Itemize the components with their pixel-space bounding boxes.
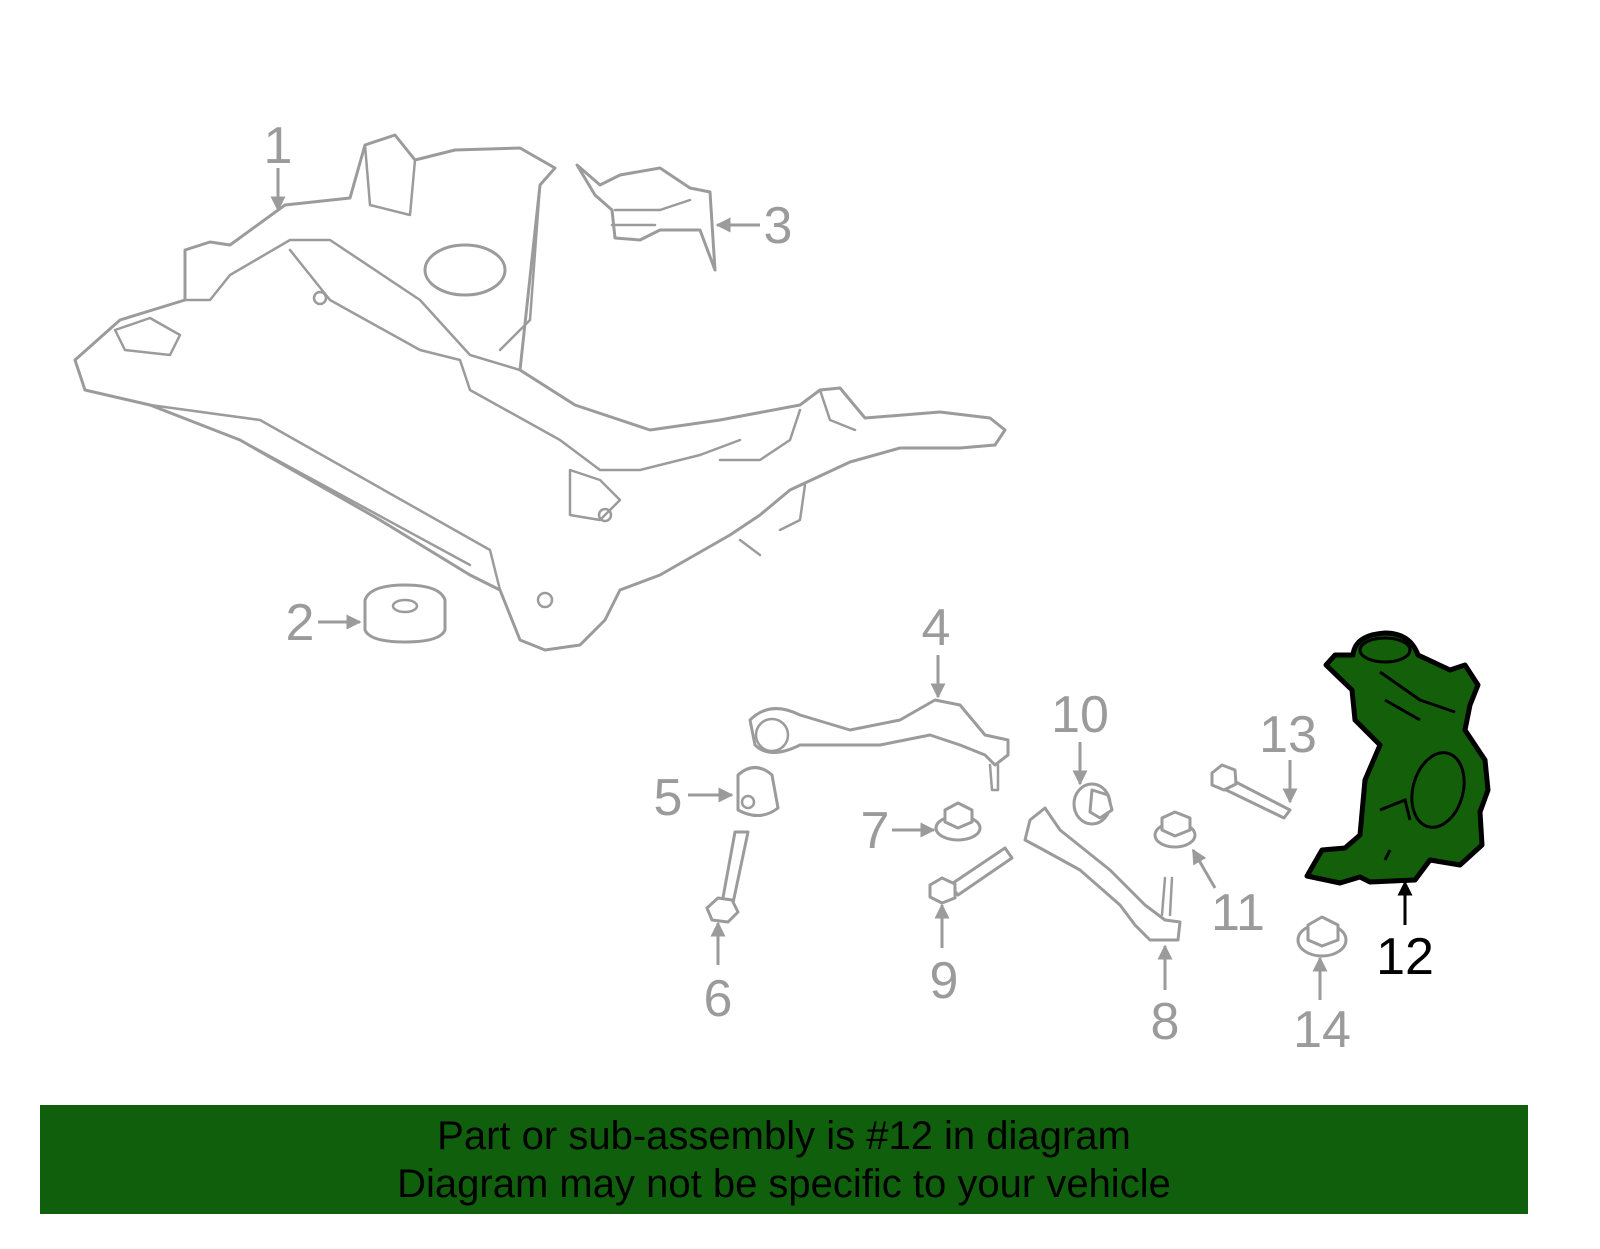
part-1-subframe[interactable]: [73, 133, 1007, 652]
part-6-bolt[interactable]: [705, 830, 750, 924]
callout-12: 12: [1376, 928, 1434, 986]
part-8-strut[interactable]: [1023, 806, 1182, 942]
callout-9: 9: [930, 952, 959, 1010]
callout-8: 8: [1151, 993, 1180, 1051]
part-4-control-arm[interactable]: [748, 698, 1010, 792]
callout-13: 13: [1259, 706, 1317, 764]
part-12-steering-knuckle[interactable]: [1304, 630, 1491, 886]
part-10-nut[interactable]: [1072, 782, 1114, 826]
part-13-bolt[interactable]: [1210, 763, 1292, 820]
callout-14: 14: [1293, 1001, 1351, 1059]
banner-line-1: Part or sub-assembly is #12 in diagram: [437, 1113, 1131, 1158]
part-2-mount[interactable]: [363, 583, 447, 644]
leader-arrows: [270, 168, 1413, 1000]
banner-line-2: Diagram may not be specific to your vehi…: [397, 1161, 1171, 1206]
part-7-nut[interactable]: [934, 801, 982, 842]
callout-4: 4: [922, 599, 951, 657]
callout-11: 11: [1211, 884, 1265, 942]
callout-3: 3: [764, 197, 793, 255]
part-9-bolt[interactable]: [928, 846, 1014, 905]
info-banner: Part or sub-assembly is #12 in diagram D…: [40, 1105, 1528, 1214]
part-11-nut[interactable]: [1153, 810, 1197, 849]
callout-5: 5: [654, 769, 683, 827]
part-5-bushing[interactable]: [736, 766, 780, 817]
callout-10: 10: [1051, 686, 1109, 744]
part-14-nut[interactable]: [1296, 915, 1348, 958]
part-3-bracket[interactable]: [575, 163, 717, 272]
callout-1: 1: [264, 117, 293, 175]
callout-6: 6: [704, 970, 733, 1028]
callout-2: 2: [286, 594, 315, 652]
callout-7: 7: [861, 802, 890, 860]
